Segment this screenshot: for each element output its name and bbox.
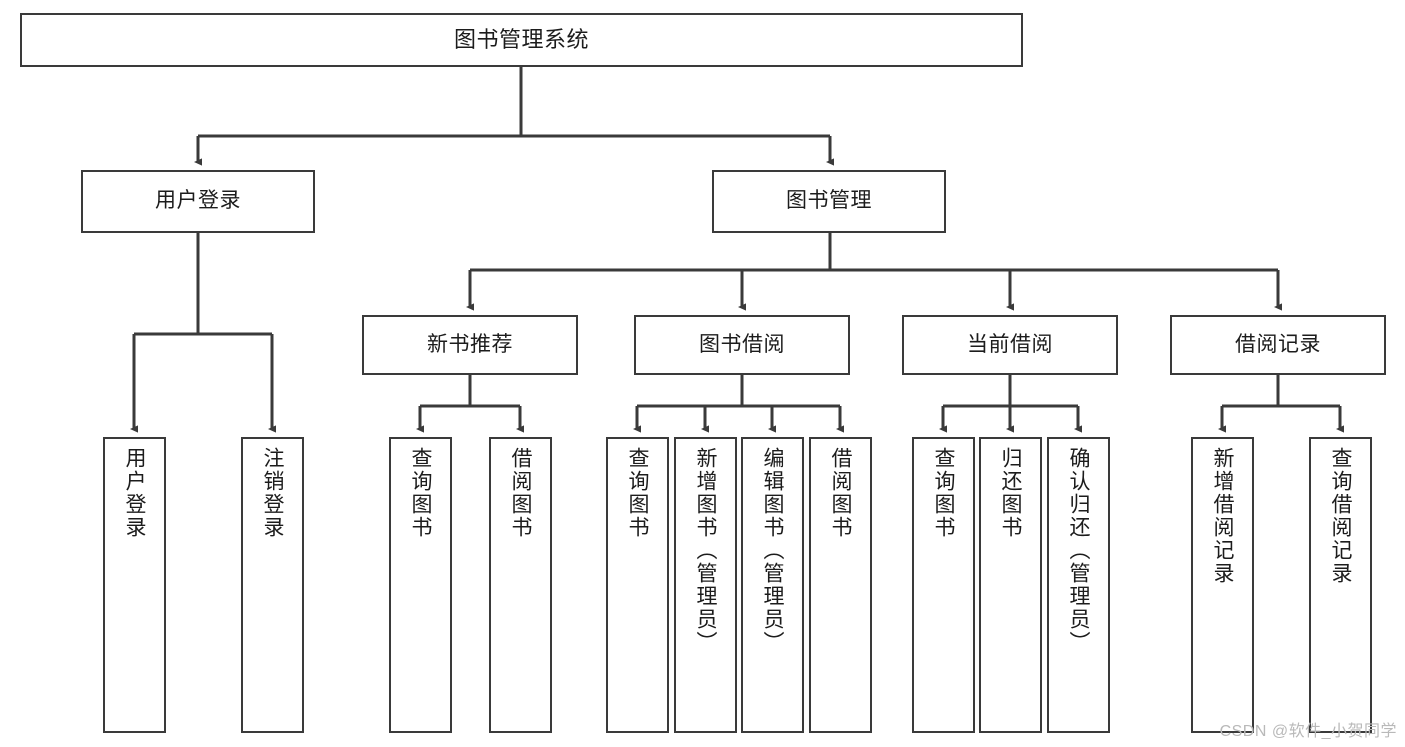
- node-book-management[interactable]: 图书管理: [712, 170, 946, 233]
- leaf-new-book-query[interactable]: 查询图书: [389, 437, 452, 733]
- node-label: 查询借阅记录: [1329, 447, 1352, 585]
- node-book-borrow[interactable]: 图书借阅: [634, 315, 850, 375]
- node-label: 注销登录: [261, 447, 284, 539]
- node-label: 借阅记录: [1235, 332, 1321, 356]
- node-label: 查询图书: [932, 447, 955, 539]
- node-label: 归还图书: [999, 447, 1022, 539]
- node-label: 图书管理: [786, 189, 872, 213]
- leaf-book-borrow-edit[interactable]: 编辑图书（管理员）: [741, 437, 804, 733]
- node-new-book-recommend[interactable]: 新书推荐: [362, 315, 578, 375]
- node-label: 借阅图书: [509, 447, 532, 539]
- node-label: 图书管理系统: [453, 27, 589, 53]
- node-label: 借阅图书: [829, 447, 852, 539]
- leaf-new-book-borrow[interactable]: 借阅图书: [489, 437, 552, 733]
- leaf-borrow-record-query[interactable]: 查询借阅记录: [1309, 437, 1372, 733]
- node-label: 新书推荐: [427, 332, 513, 356]
- leaf-book-borrow-query[interactable]: 查询图书: [606, 437, 669, 733]
- node-borrow-record[interactable]: 借阅记录: [1170, 315, 1386, 375]
- node-label: 查询图书: [626, 447, 649, 539]
- node-current-borrow[interactable]: 当前借阅: [902, 315, 1118, 375]
- leaf-current-borrow-return[interactable]: 归还图书: [979, 437, 1042, 733]
- leaf-current-borrow-query[interactable]: 查询图书: [912, 437, 975, 733]
- node-label: 查询图书: [409, 447, 432, 539]
- node-label: 确认归还（管理员）: [1067, 447, 1090, 654]
- leaf-borrow-record-add[interactable]: 新增借阅记录: [1191, 437, 1254, 733]
- node-label: 用户登录: [123, 447, 146, 539]
- node-label: 图书借阅: [699, 332, 785, 356]
- node-label: 当前借阅: [967, 332, 1053, 356]
- node-label: 用户登录: [155, 189, 241, 213]
- csdn-watermark: CSDN @软件_小贺同学: [1219, 723, 1397, 740]
- leaf-book-borrow-add[interactable]: 新增图书（管理员）: [674, 437, 737, 733]
- leaf-current-borrow-confirm-return[interactable]: 确认归还（管理员）: [1047, 437, 1110, 733]
- node-label: 新增借阅记录: [1211, 447, 1234, 585]
- node-root-book-management-system[interactable]: 图书管理系统: [20, 13, 1023, 67]
- node-label: 编辑图书（管理员）: [761, 447, 784, 654]
- leaf-user-login-logout[interactable]: 注销登录: [241, 437, 304, 733]
- leaf-book-borrow-borrow[interactable]: 借阅图书: [809, 437, 872, 733]
- node-user-login[interactable]: 用户登录: [81, 170, 315, 233]
- node-label: 新增图书（管理员）: [694, 447, 717, 654]
- leaf-user-login-login[interactable]: 用户登录: [103, 437, 166, 733]
